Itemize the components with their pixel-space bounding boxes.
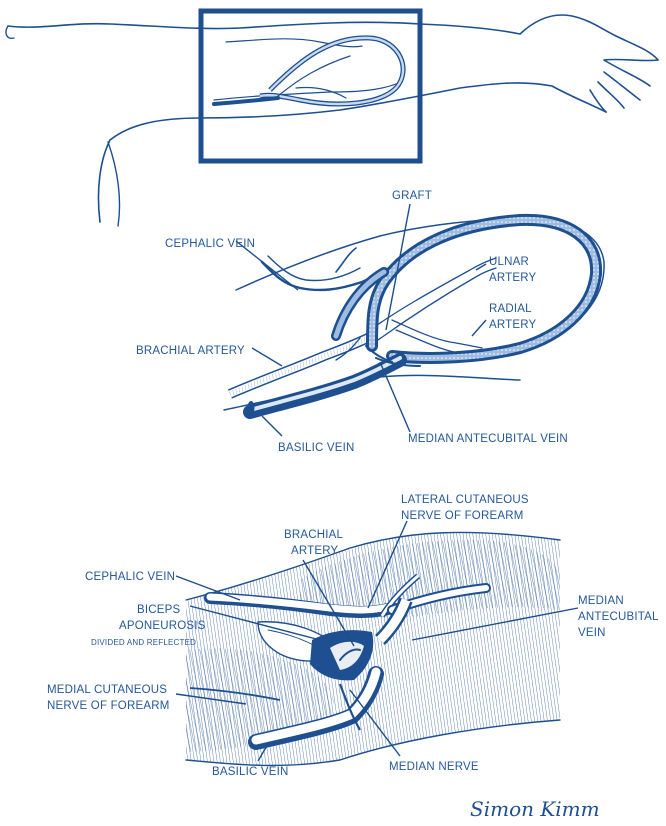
label-ulnar-artery-line1: ULNAR <box>489 256 529 268</box>
label-ulnar-artery-line2: ARTERY <box>489 272 537 284</box>
label-median-antecubital-vein: MEDIAN ANTECUBITAL VEIN <box>408 433 568 445</box>
label-brachial-artery-line1: BRACHIAL <box>284 529 344 541</box>
label-cephalic-vein: CEPHALIC VEIN <box>85 571 175 583</box>
label-biceps-line2: APONEUROSIS <box>119 620 206 632</box>
label-graft: GRAFT <box>392 190 432 202</box>
label-cephalic-vein: CEPHALIC VEIN <box>165 238 255 250</box>
label-medial-cutaneous-line2: NERVE OF FOREARM <box>47 700 169 712</box>
label-lateral-cutaneous-line2: NERVE OF FOREARM <box>401 510 523 522</box>
label-radial-artery-line1: RADIAL <box>489 303 532 315</box>
label-brachial-artery: BRACHIAL ARTERY <box>136 345 245 357</box>
label-median-antecubital-line3: VEIN <box>578 627 606 639</box>
label-lateral-cutaneous-line1: LATERAL CUTANEOUS <box>401 494 529 506</box>
label-radial-artery-line2: ARTERY <box>489 319 537 331</box>
arm-overview <box>6 11 658 226</box>
label-medial-cutaneous-line1: MEDIAL CUTANEOUS <box>47 684 167 696</box>
anatomy-view <box>186 532 560 765</box>
label-median-antecubital-line1: MEDIAN <box>578 595 624 607</box>
label-brachial-artery-line2: ARTERY <box>291 545 339 557</box>
zoom-frame <box>201 11 420 161</box>
label-median-antecubital-line2: ANTECUBITAL <box>578 611 659 623</box>
label-basilic-vein: BASILIC VEIN <box>278 442 355 454</box>
label-median-nerve: MEDIAN NERVE <box>389 761 479 773</box>
label-biceps-line1: BICEPS <box>137 604 181 616</box>
artist-signature: Simon Kimm <box>470 797 600 821</box>
graft-view <box>224 218 604 415</box>
graft-view-labels: GRAFT CEPHALIC VEIN ULNAR ARTERY RADIAL … <box>136 190 568 454</box>
label-basilic-vein: BASILIC VEIN <box>212 766 289 778</box>
label-biceps-line3: DIVIDED AND REFLECTED <box>91 638 196 647</box>
